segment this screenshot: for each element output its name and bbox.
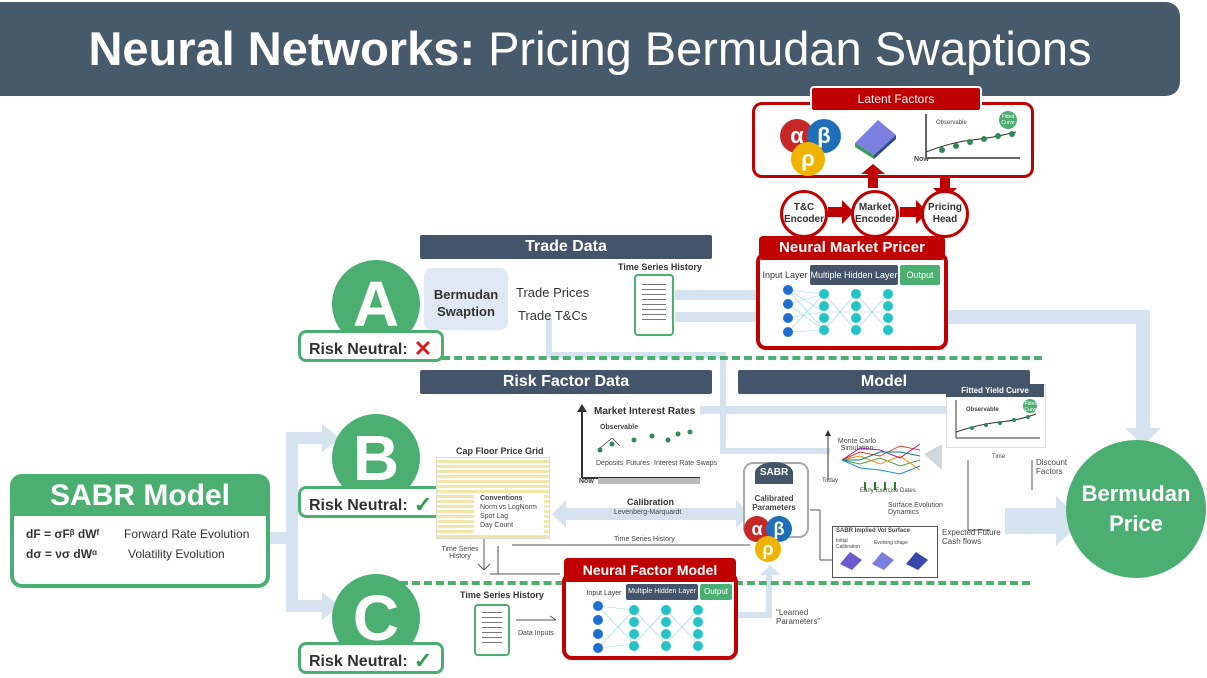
conventions-title: Conventions — [480, 495, 523, 502]
sabr-eq1-label: Forward Rate Evolution — [124, 527, 250, 541]
sabr-eq1: dF = σFᵝ dWᶠ — [26, 527, 100, 541]
sabr-calibrated: Calibrated Parameters — [752, 494, 796, 512]
vol-surface-icon — [855, 120, 896, 159]
nfm-network-graphic — [593, 601, 703, 653]
ts-history-calibration: Time Series History — [614, 536, 675, 543]
sabr-eq2: dσ = νσ dWᵅ — [26, 547, 97, 561]
risk-neutral-label: Risk Neutral: — [309, 497, 408, 514]
latent-fitted-curve: Fitted Curve — [1001, 114, 1015, 126]
vol-initial-label: Initial Calibration — [836, 538, 860, 550]
fitted-yield-title: Fitted Yield Curve — [946, 384, 1044, 397]
learned-parameters-label: "Learned Parameters" — [776, 608, 821, 626]
market-rates-now: Now — [579, 478, 594, 485]
mc-today: Today — [822, 478, 839, 484]
nmp-input-layer: Input Layer — [762, 270, 808, 280]
vol-surface-panel — [832, 526, 938, 578]
sabr-badge-label: SABR — [755, 462, 793, 484]
vol-surface-title: SABR Implied Vol Surface — [836, 528, 910, 534]
bermudan-price-line1: Bermudan — [1081, 481, 1191, 506]
tc-encoder: T&C Encoder — [780, 190, 828, 238]
rho-icon: ρ — [791, 142, 825, 176]
mc-title: Monte Carlo Simulation — [837, 438, 877, 452]
risk-neutral-c: Risk Neutral: ✓ — [298, 642, 444, 674]
market-encoder: Market Encoder — [851, 190, 899, 238]
swaps-label: Interest Rate Swaps — [654, 460, 718, 467]
document-icon-c — [474, 604, 510, 656]
risk-neutral-label: Risk Neutral: — [309, 653, 408, 670]
calibration-title: Calibration — [627, 497, 675, 507]
check-icon: ✓ — [413, 492, 433, 517]
vol-surface-shapes — [840, 552, 928, 570]
trade-tcs-label: Trade T&Cs — [518, 308, 588, 323]
nfm-hidden-layer: Multiple Hidden Layer — [626, 584, 698, 600]
nmp-hidden-layer: Multiple Hidden Layer — [810, 265, 898, 285]
market-rates-chart — [577, 404, 700, 479]
risk-neutral-a: Risk Neutral: ✕ — [298, 330, 444, 362]
nfm-output-layer: Output — [700, 584, 732, 600]
fitted-yield-chart — [955, 399, 1040, 439]
convention-1: Norm vs LogNorm — [480, 504, 537, 511]
trade-prices-label: Trade Prices — [516, 285, 590, 300]
latent-yield-curve-icon — [925, 111, 1020, 159]
risk-factor-data-header: Risk Factor Data — [420, 370, 712, 394]
latent-factors-label: Latent Factors — [810, 86, 982, 112]
nfm-input-layer: Input Layer — [586, 590, 622, 597]
separator-top — [442, 356, 1042, 360]
sabr-eq2-label: Volatility Evolution — [128, 547, 225, 561]
market-rates-axis-bar — [598, 478, 700, 484]
risk-neutral-label: Risk Neutral: — [309, 341, 408, 358]
surface-evolution-label: Surface Evolution Dynamics — [888, 502, 943, 516]
convention-3: Day Count — [480, 522, 514, 529]
risk-neutral-b: Risk Neutral: ✓ — [298, 486, 444, 518]
fitted-yield-fitted: Fitted Curve — [1024, 401, 1038, 413]
rho-badge-icon: ρ — [755, 536, 781, 562]
fitted-yield-time: Time — [992, 454, 1006, 460]
data-inputs-label: Data Inputs — [518, 630, 554, 637]
futures-label: Futures — [626, 460, 650, 467]
nmp-output-layer: Output — [900, 265, 940, 285]
title-rest: Pricing Bermudan Swaptions — [475, 22, 1092, 75]
nfm-title: Neural Factor Model — [564, 558, 736, 582]
monte-carlo-chart — [825, 430, 942, 490]
convention-2: Spot Lag — [480, 513, 509, 520]
bermudan-swaption-box — [424, 268, 508, 330]
bermudan-swaption-label: Bermudan Swaption — [433, 287, 499, 319]
ts-history-label-a: Time Series History — [618, 262, 702, 272]
ts-history-label-c: Time Series History — [460, 590, 544, 600]
latent-observable: Observable — [936, 120, 967, 126]
cross-icon: ✕ — [413, 336, 433, 361]
ts-history-small: Time Series History — [441, 546, 479, 560]
page-title: Neural Networks: Pricing Bermudan Swapti… — [0, 2, 1180, 96]
vol-evolving-label: Evolving shape — [874, 540, 908, 546]
trade-data-header: Trade Data — [420, 235, 712, 259]
pricing-head: Pricing Head — [921, 190, 969, 238]
bermudan-price: Bermudan Price — [1066, 440, 1206, 578]
cap-floor-title: Cap Floor Price Grid — [456, 446, 544, 456]
nmp-network-graphic — [783, 285, 893, 337]
market-rates-title: Market Interest Rates — [594, 406, 696, 417]
sabr-model-title: SABR Model — [14, 476, 266, 516]
latent-now: Now — [914, 156, 929, 163]
expected-cash-flows-label: Expected Future Cash flows — [942, 528, 1001, 546]
document-icon-a — [634, 274, 674, 336]
fitted-yield-observable: Observable — [966, 407, 999, 413]
title-bold: Neural Networks: — [88, 22, 476, 75]
deposits-label: Deposits — [596, 460, 624, 467]
mc-early-exercise: Early Exercise Dates — [860, 488, 916, 494]
market-rates-observable: Observable — [600, 424, 639, 431]
nmp-title: Neural Market Pricer — [759, 236, 945, 260]
calibration-method: Levenberg-Marquardt — [614, 509, 682, 516]
bermudan-price-line2: Price — [1109, 511, 1163, 536]
check-icon: ✓ — [413, 648, 433, 673]
discount-factors-label: Discount Factors — [1036, 458, 1068, 476]
conventions-box — [474, 494, 544, 534]
